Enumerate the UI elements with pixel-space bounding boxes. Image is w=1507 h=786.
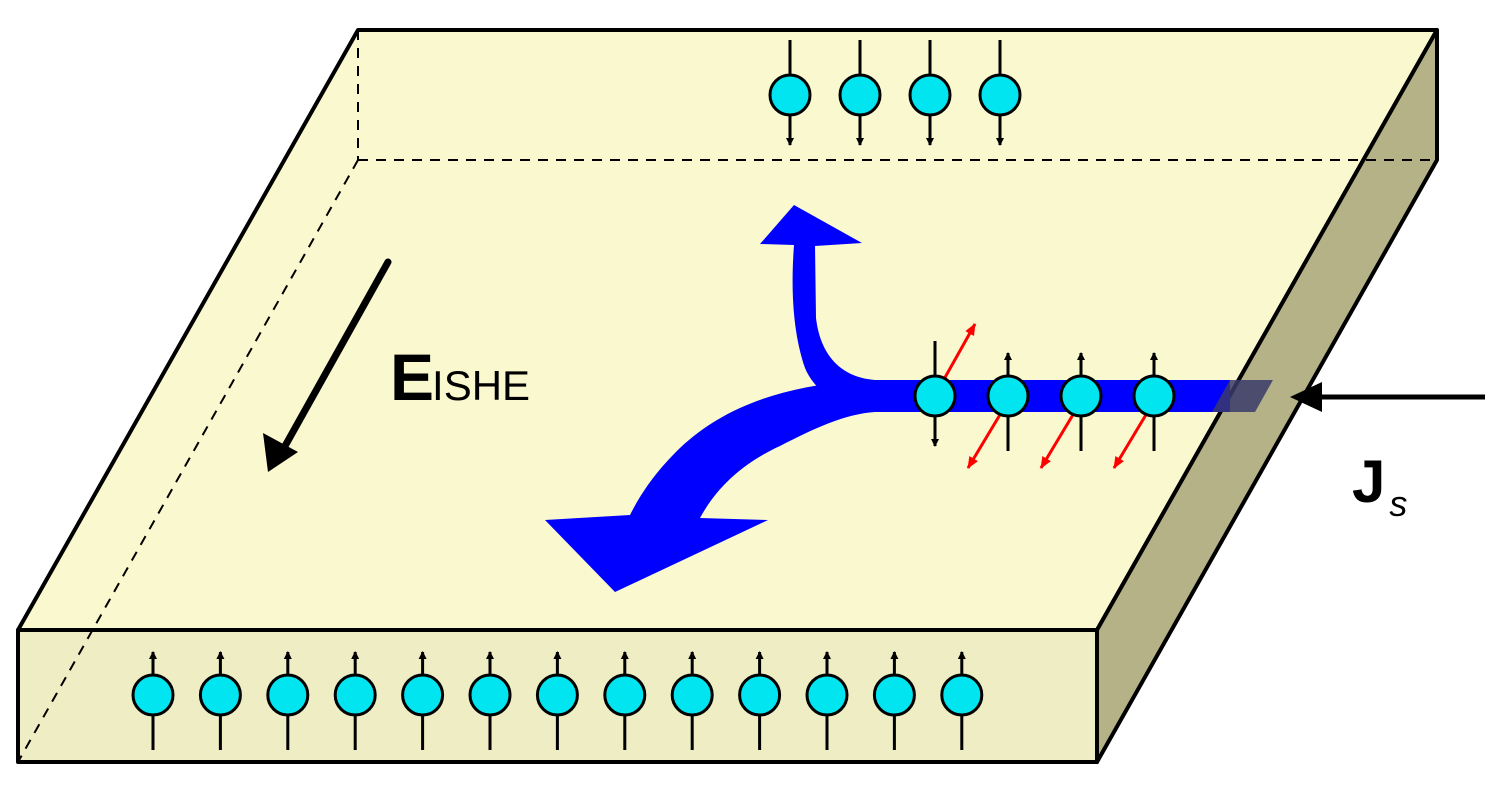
spin-up-particle	[872, 651, 916, 750]
spin-ball	[978, 73, 1022, 117]
spin-down-accumulation	[768, 40, 1022, 146]
spin-ball	[913, 374, 957, 418]
spin-up-particle	[535, 651, 579, 750]
injected-spins	[913, 323, 1176, 469]
spin-ball	[401, 673, 445, 717]
injected-spin-particle	[986, 352, 1030, 451]
spin-ball	[670, 673, 714, 717]
spin-down-particle	[978, 40, 1022, 146]
spin-up-particle	[468, 651, 512, 750]
spin-up-particle	[738, 651, 782, 750]
spin-up-particle	[333, 651, 377, 750]
spin-down-particle	[838, 40, 882, 146]
hidden-edges	[17, 30, 1437, 763]
injected-spin-particle	[1132, 352, 1176, 451]
spin-up-particle	[603, 651, 647, 750]
field-label: EISHE	[390, 340, 530, 414]
injected-spin-particle	[1059, 352, 1103, 451]
spin-up-particle	[198, 651, 242, 750]
spin-ball	[738, 673, 782, 717]
spin-ball	[266, 673, 310, 717]
spin-ball	[198, 673, 242, 717]
spin-down-particle	[768, 40, 812, 146]
stream-branch-down	[545, 380, 875, 592]
spin-ball	[333, 673, 377, 717]
spin-ball	[940, 673, 984, 717]
spin-ball	[535, 673, 579, 717]
spin-ball	[131, 673, 175, 717]
spin-up-particle	[670, 651, 714, 750]
field-arrowhead	[263, 433, 298, 472]
spin-up-accumulation	[131, 651, 984, 750]
injected-spin-particle	[913, 341, 957, 447]
spin-up-particle	[805, 651, 849, 750]
spin-current-input-arrowhead	[1290, 382, 1322, 412]
spin-up-particle	[131, 651, 175, 750]
stream-injection-shade	[1212, 380, 1273, 412]
spin-ball	[468, 673, 512, 717]
spin-ball	[603, 673, 647, 717]
spin-up-particle	[266, 651, 310, 750]
field-direction-arrow	[276, 258, 392, 459]
spin-ball	[1132, 374, 1176, 418]
spin-down-particle	[908, 40, 952, 146]
spin-ball	[805, 673, 849, 717]
spin-up-particle	[940, 651, 984, 750]
spin-ball	[908, 73, 952, 117]
spin-ball	[986, 374, 1030, 418]
spin-ball	[872, 673, 916, 717]
spin-up-particle	[401, 651, 445, 750]
spin-ball	[1059, 374, 1103, 418]
slab-side-face	[1095, 28, 1439, 764]
spin-ball	[768, 73, 812, 117]
spin-ball	[838, 73, 882, 117]
